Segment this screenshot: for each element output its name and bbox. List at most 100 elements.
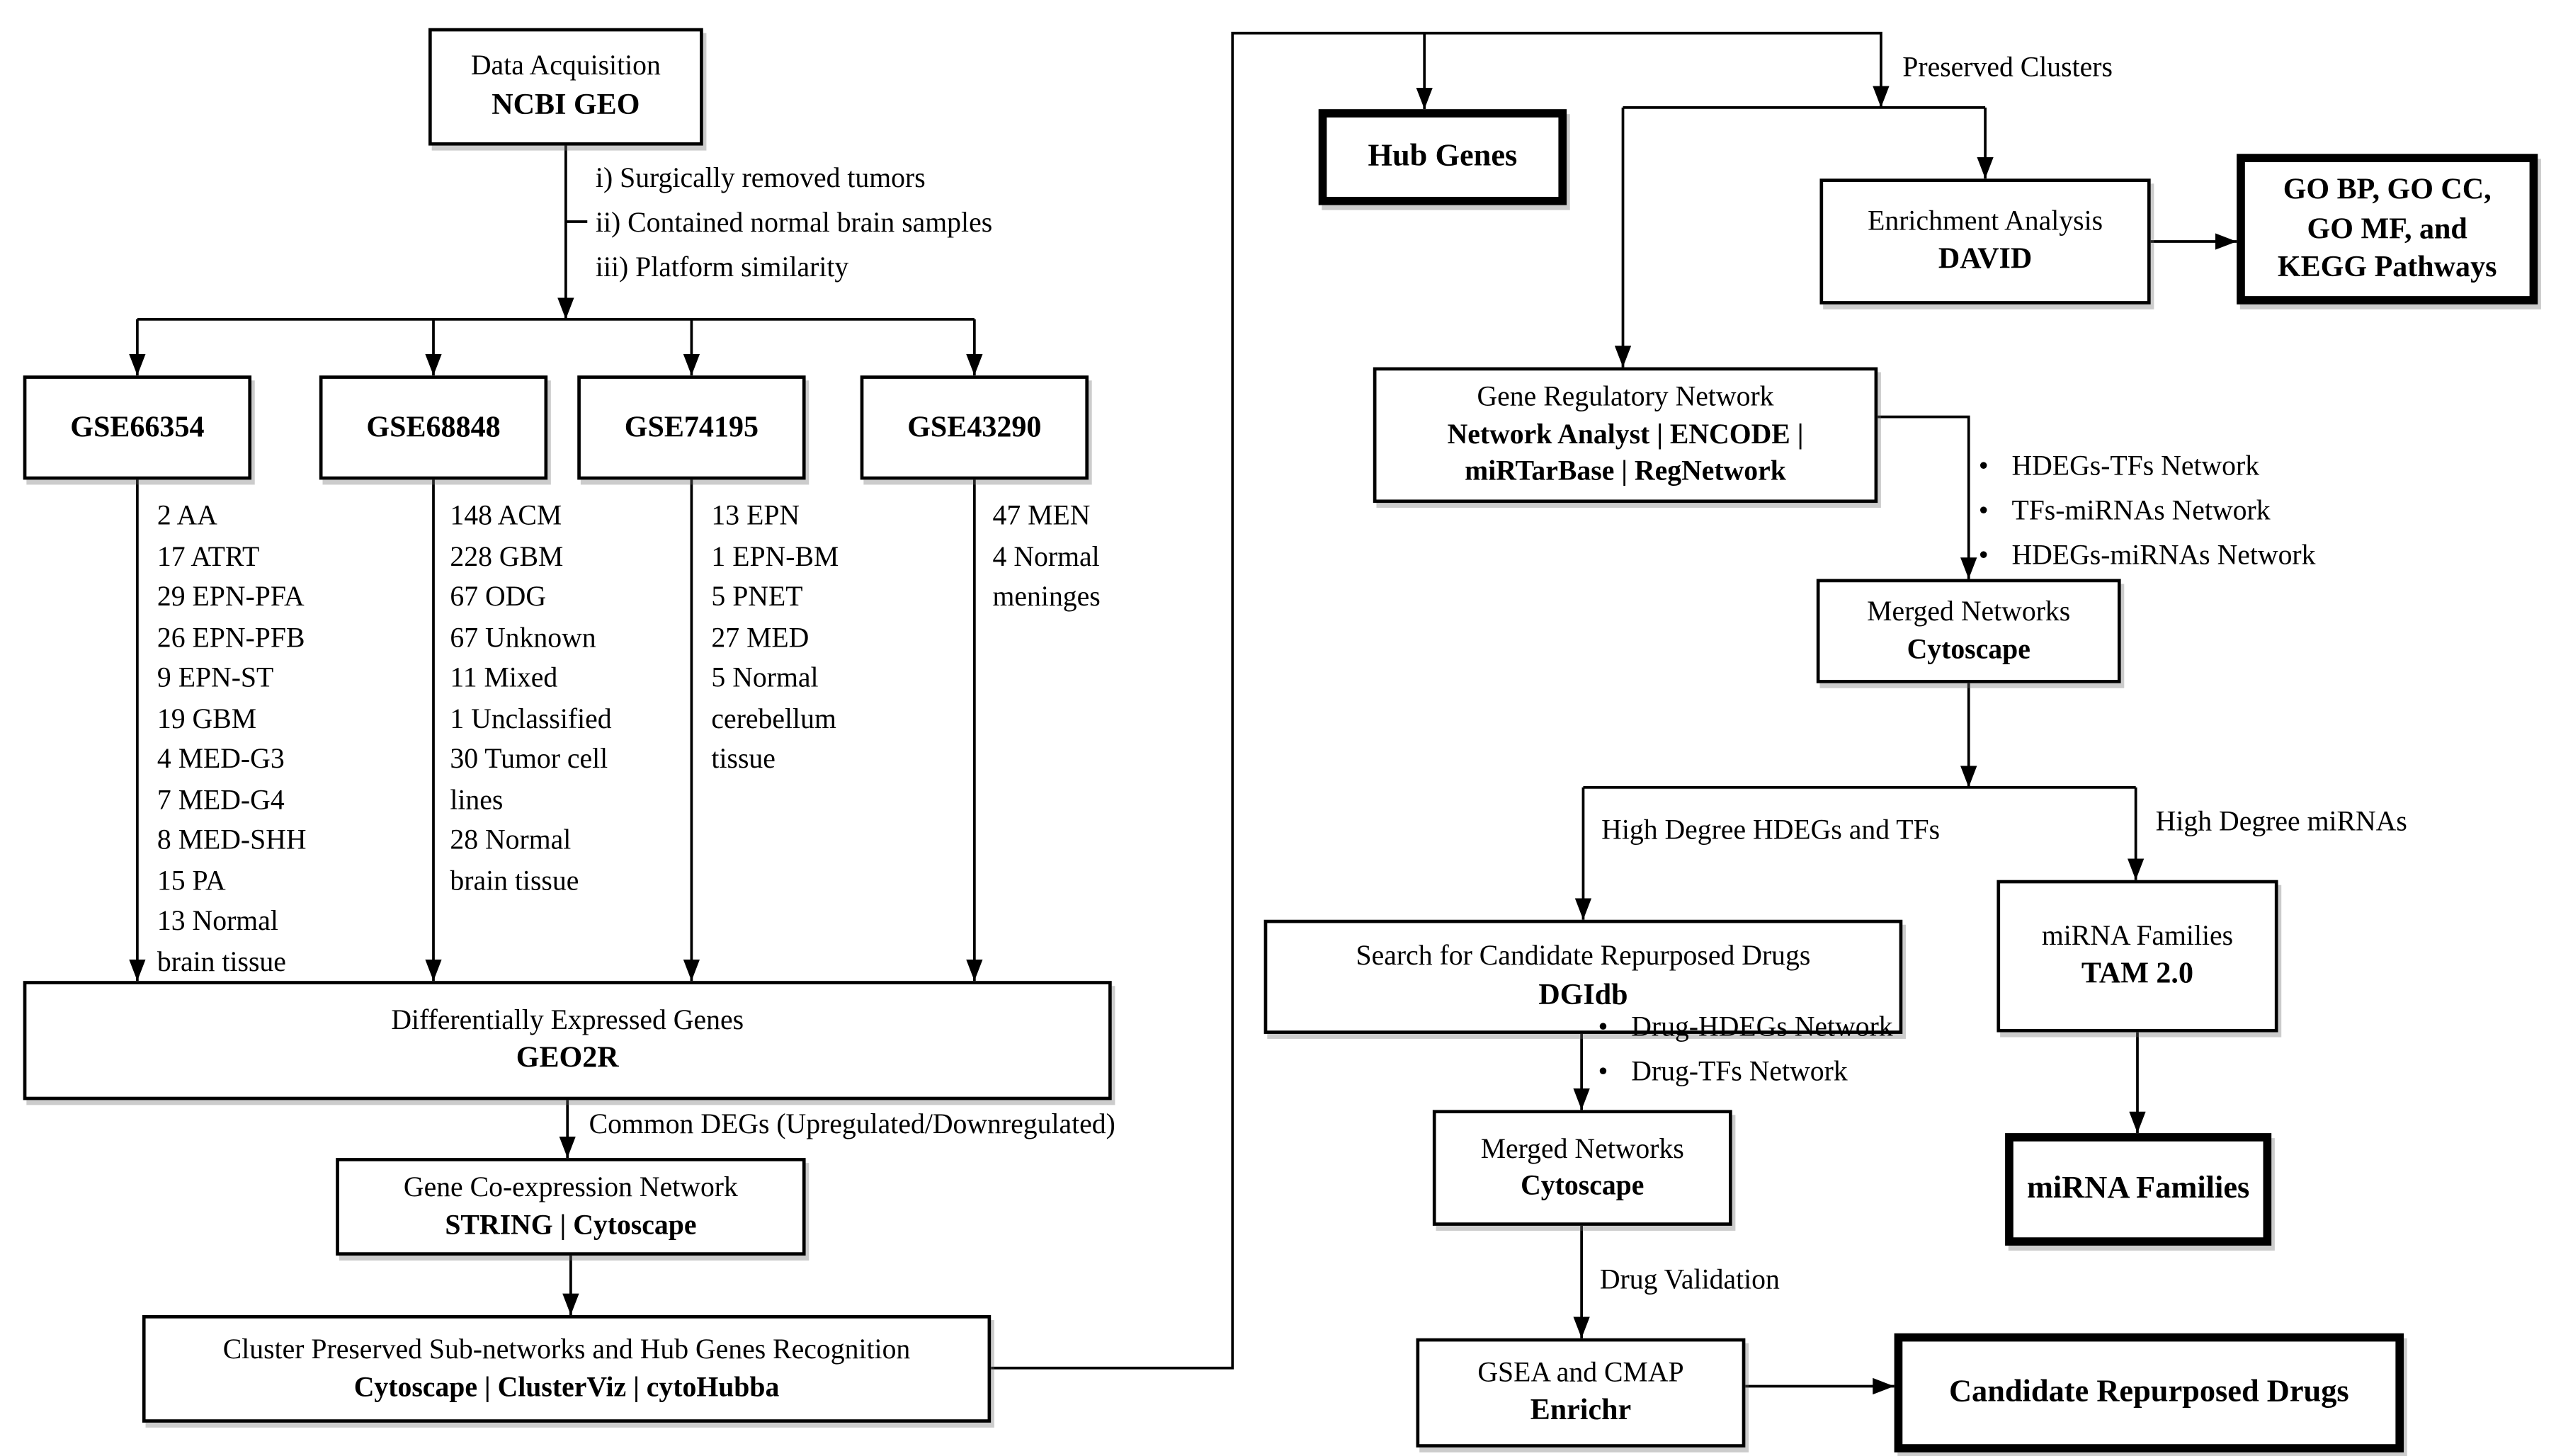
- sample-line: 13 EPN: [711, 499, 800, 531]
- gse43290-sample-list: 47 MEN 4 Normal meninges: [993, 496, 1101, 618]
- node-title: Search for Candidate Repurposed Drugs: [1356, 940, 1811, 972]
- node-tool: GEO2R: [516, 1041, 619, 1074]
- node-title: Enrichment Analysis: [1868, 205, 2103, 237]
- node-coexpression: Gene Co-expression Network STRING | Cyto…: [336, 1158, 806, 1256]
- node-tool: DAVID: [1938, 241, 2033, 275]
- node-title: Cluster Preserved Sub-networks and Hub G…: [222, 1333, 911, 1365]
- node-title: miRNA Families: [2041, 919, 2234, 951]
- node-gse66354: GSE66354: [23, 375, 252, 480]
- sample-line: 9 EPN-ST: [157, 661, 274, 693]
- node-line: KEGG Pathways: [2277, 250, 2497, 284]
- sample-line: 5 Normal: [711, 661, 819, 693]
- node-title: Hub Genes: [1368, 140, 1518, 175]
- sample-line: 29 EPN-PFA: [157, 580, 305, 613]
- node-data-acquisition: Data Acquisition NCBI GEO: [428, 28, 703, 146]
- sample-line: 26 EPN-PFB: [157, 621, 305, 653]
- node-tool: Cytoscape: [1521, 1169, 1645, 1201]
- sample-line: 8 MED-SHH: [157, 824, 307, 855]
- node-tool: miRTarBase | RegNetwork: [1465, 455, 1786, 487]
- bullet-item: HDEGs-TFs Network: [1979, 443, 2316, 488]
- node-tool: STRING | Cytoscape: [445, 1208, 697, 1240]
- sample-line: 27 MED: [711, 621, 810, 653]
- sample-line: 1 EPN-BM: [711, 540, 839, 572]
- sample-line: 1 Unclassified: [450, 702, 612, 734]
- dataset-id: GSE66354: [70, 409, 205, 443]
- node-title: miRNA Families: [2026, 1171, 2250, 1207]
- node-merged-networks-1: Merged Networks Cytoscape: [1816, 579, 2121, 683]
- sample-line: 2 AA: [157, 499, 217, 531]
- node-title: GSEA and CMAP: [1477, 1356, 1684, 1388]
- drug-network-list: Drug-HDEGs Network Drug-TFs Network: [1598, 1004, 1892, 1093]
- sample-line: 7 MED-G4: [157, 783, 285, 815]
- node-tam: miRNA Families TAM 2.0: [1996, 880, 2278, 1033]
- node-tool: Enrichr: [1530, 1393, 1632, 1427]
- sample-line: 47 MEN: [992, 499, 1091, 531]
- node-title: Merged Networks: [1480, 1132, 1684, 1164]
- sample-line: 228 GBM: [450, 540, 564, 572]
- node-title: Gene Co-expression Network: [403, 1171, 738, 1203]
- sample-line: 67 ODG: [450, 580, 547, 613]
- criteria-item: iii) Platform similarity: [595, 251, 849, 283]
- node-title: Candidate Repurposed Drugs: [1948, 1375, 2349, 1411]
- node-go-kegg: GO BP, GO CC, GO MF, and KEGG Pathways: [2237, 154, 2538, 305]
- node-gsea: GSEA and CMAP Enrichr: [1416, 1338, 1746, 1448]
- sample-line: meninges: [992, 580, 1101, 613]
- dataset-id: GSE43290: [907, 409, 1042, 443]
- node-deg: Differentially Expressed Genes GEO2R: [23, 981, 1112, 1100]
- node-title: Data Acquisition: [470, 50, 661, 82]
- gse68848-sample-list: 148 ACM 228 GBM 67 ODG 67 Unknown 11 Mix…: [450, 496, 611, 902]
- bullet-item: HDEGs-miRNAs Network: [1979, 533, 2315, 577]
- node-title: Differentially Expressed Genes: [391, 1003, 744, 1036]
- node-gse43290: GSE43290: [860, 375, 1089, 480]
- node-gse74195: GSE74195: [577, 375, 806, 480]
- node-cluster-hub-recognition: Cluster Preserved Sub-networks and Hub G…: [142, 1315, 992, 1423]
- sample-line: 30 Tumor cell: [450, 742, 608, 775]
- node-mirna-families: miRNA Families: [2005, 1133, 2272, 1246]
- sample-line: 4 MED-G3: [157, 742, 285, 775]
- sample-line: cerebellum: [711, 702, 836, 734]
- node-tool: TAM 2.0: [2081, 956, 2194, 990]
- grn-network-list: HDEGs-TFs Network TFs-miRNAs Network HDE…: [1979, 443, 2316, 577]
- sample-line: 17 ATRT: [157, 540, 260, 572]
- node-enrichment: Enrichment Analysis DAVID: [1819, 178, 2151, 305]
- sample-line: 11 Mixed: [450, 661, 558, 693]
- node-tool: Network Analyst | ENCODE |: [1447, 418, 1804, 450]
- sample-line: 15 PA: [157, 864, 226, 896]
- node-tool: Cytoscape | ClusterViz | cytoHubba: [353, 1370, 780, 1402]
- gse74195-sample-list: 13 EPN 1 EPN-BM 5 PNET 27 MED 5 Normal c…: [711, 496, 839, 780]
- gse66354-sample-list: 2 AA 17 ATRT 29 EPN-PFA 26 EPN-PFB 9 EPN…: [157, 496, 307, 983]
- edge-label-preserved-clusters: Preserved Clusters: [1902, 51, 2113, 83]
- selection-criteria-list: i) Surgically removed tumors ii) Contain…: [596, 156, 992, 290]
- edge-label-high-degree-hdegs: High Degree HDEGs and TFs: [1601, 814, 1941, 846]
- bullet-item: TFs-miRNAs Network: [1979, 488, 2316, 533]
- node-hub-genes: Hub Genes: [1318, 109, 1567, 205]
- node-merged-networks-2: Merged Networks Cytoscape: [1432, 1110, 1732, 1226]
- node-candidate-drugs: Candidate Repurposed Drugs: [1894, 1333, 2404, 1452]
- edge-label-high-degree-mirnas: High Degree miRNAs: [2155, 805, 2407, 837]
- criteria-item: i) Surgically removed tumors: [595, 161, 926, 194]
- node-tool: Cytoscape: [1907, 632, 2030, 664]
- dataset-id: GSE74195: [624, 409, 759, 443]
- sample-line: 28 Normal: [450, 824, 572, 855]
- bullet-item: Drug-TFs Network: [1598, 1049, 1892, 1093]
- sample-line: 13 Normal: [157, 904, 278, 937]
- node-title: Merged Networks: [1867, 596, 2071, 627]
- edge-label-drug-validation: Drug Validation: [1599, 1263, 1780, 1296]
- sample-line: 67 Unknown: [450, 621, 596, 653]
- sample-line: brain tissue: [450, 864, 579, 896]
- node-line: GO BP, GO CC,: [2283, 171, 2492, 205]
- sample-line: 19 GBM: [157, 702, 257, 734]
- sample-line: 5 PNET: [711, 580, 803, 613]
- sample-line: tissue: [711, 742, 776, 775]
- sample-line: brain tissue: [157, 945, 286, 977]
- edge-label-common-degs: Common DEGs (Upregulated/Downregulated): [589, 1108, 1115, 1140]
- node-grn: Gene Regulatory Network Network Analyst …: [1373, 367, 1878, 504]
- sample-line: 4 Normal: [992, 540, 1100, 572]
- sample-line: lines: [450, 783, 504, 815]
- node-tool: NCBI GEO: [492, 87, 640, 121]
- node-title: Gene Regulatory Network: [1477, 381, 1774, 413]
- bullet-item: Drug-HDEGs Network: [1598, 1004, 1892, 1049]
- node-line: GO MF, and: [2307, 211, 2467, 244]
